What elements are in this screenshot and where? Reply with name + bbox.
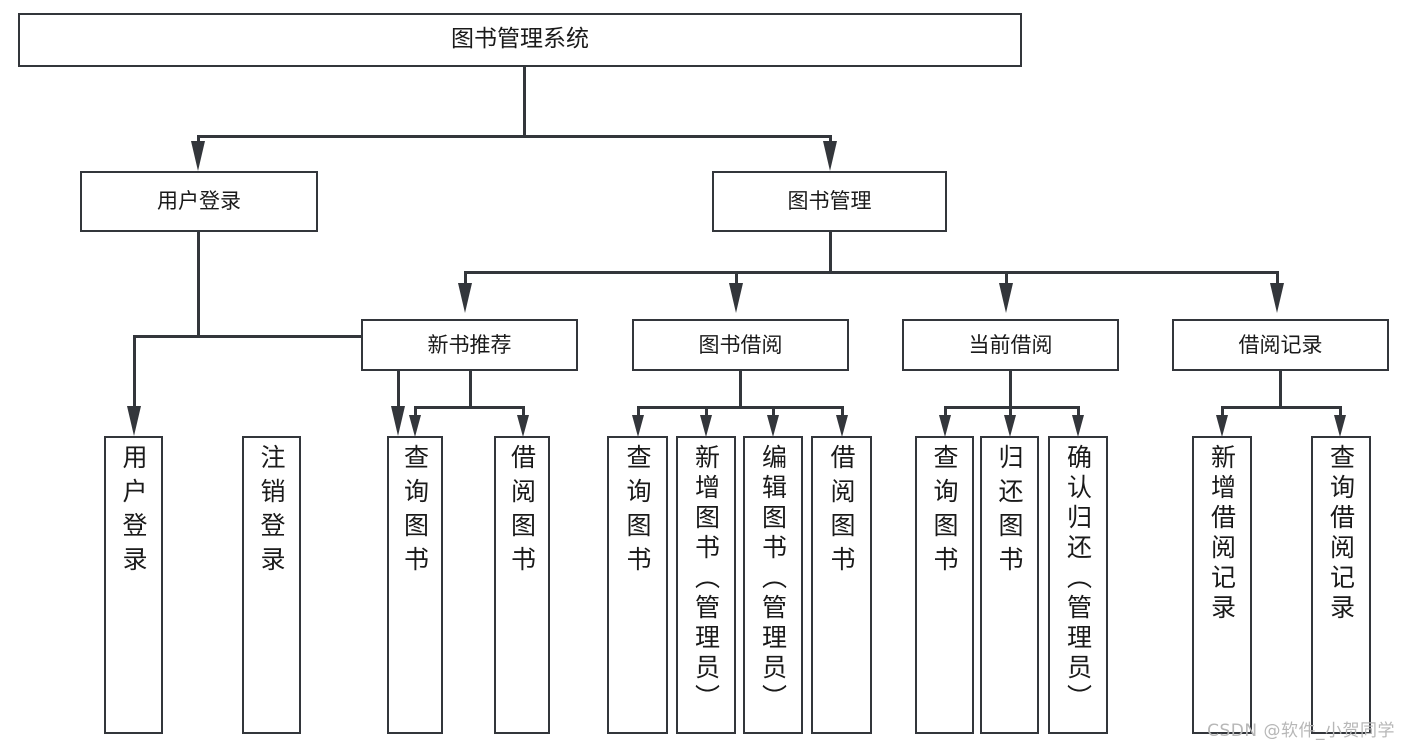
node-label: 查询图书 bbox=[930, 444, 959, 580]
connector-book-borrow-bus bbox=[637, 406, 843, 409]
connector-level2-drop-3 bbox=[1005, 271, 1008, 285]
arrowhead-level2-3 bbox=[999, 283, 1013, 313]
arrowhead-new-book-2 bbox=[517, 415, 529, 437]
arrowhead-current-borrow-2 bbox=[1004, 415, 1016, 437]
arrowhead-to-book-manage bbox=[823, 141, 837, 171]
arrowhead-book-borrow-3 bbox=[767, 415, 779, 437]
arrowhead-current-borrow-3 bbox=[1072, 415, 1084, 437]
connector-user-login-stem bbox=[197, 232, 200, 336]
node-current-borrow[interactable]: 当前借阅 bbox=[902, 319, 1119, 371]
node-label: 注销登录 bbox=[257, 444, 286, 580]
leaf-user-login-logout[interactable]: 注销登录 bbox=[242, 436, 301, 734]
node-user-login[interactable]: 用户登录 bbox=[80, 171, 318, 232]
node-book-management[interactable]: 图书管理 bbox=[712, 171, 947, 232]
node-book-borrow[interactable]: 图书借阅 bbox=[632, 319, 849, 371]
arrowhead-new-book-1 bbox=[409, 415, 421, 437]
node-label: 新增图书（管理员） bbox=[691, 444, 721, 714]
node-label: 借阅图书 bbox=[827, 444, 856, 580]
node-label: 确认归还（管理员） bbox=[1063, 444, 1093, 714]
node-label: 新增借阅记录 bbox=[1207, 444, 1237, 624]
leaf-book-borrow-add[interactable]: 新增图书（管理员） bbox=[676, 436, 736, 734]
connector-level2-drop-2 bbox=[735, 271, 738, 285]
connector-new-book-drop-1 bbox=[414, 406, 417, 418]
connector-book-borrow-drop-4 bbox=[841, 406, 844, 418]
leaf-current-borrow-return[interactable]: 归还图书 bbox=[980, 436, 1039, 734]
connector-root-stem bbox=[523, 67, 526, 136]
arrowhead-borrow-record-1 bbox=[1216, 415, 1228, 437]
arrowhead-borrow-record-2 bbox=[1334, 415, 1346, 437]
connector-level2-drop-1 bbox=[464, 271, 467, 285]
leaf-borrow-record-add[interactable]: 新增借阅记录 bbox=[1192, 436, 1252, 734]
node-label: 图书借阅 bbox=[698, 332, 783, 357]
connector-current-borrow-stem bbox=[1009, 371, 1012, 407]
node-label: 用户登录 bbox=[119, 444, 148, 580]
connector-current-borrow-drop-3 bbox=[1077, 406, 1080, 418]
arrowhead-user-login-1 bbox=[127, 406, 141, 436]
connector-level1-drop-left bbox=[197, 135, 200, 145]
arrowhead-current-borrow-1 bbox=[939, 415, 951, 437]
leaf-current-borrow-confirm[interactable]: 确认归还（管理员） bbox=[1048, 436, 1108, 734]
connector-book-borrow-drop-1 bbox=[637, 406, 640, 418]
node-root-system[interactable]: 图书管理系统 bbox=[18, 13, 1022, 67]
node-label: 新书推荐 bbox=[427, 332, 512, 357]
connector-new-book-stem bbox=[469, 371, 472, 407]
leaf-book-borrow-query[interactable]: 查询图书 bbox=[607, 436, 668, 734]
node-label: 当前借阅 bbox=[968, 332, 1053, 357]
connector-level2-bus bbox=[464, 271, 1278, 274]
arrowhead-book-borrow-4 bbox=[836, 415, 848, 437]
node-label: 借阅记录 bbox=[1238, 332, 1323, 357]
arrowhead-level2-2 bbox=[729, 283, 743, 313]
leaf-borrow-record-query[interactable]: 查询借阅记录 bbox=[1311, 436, 1371, 734]
arrowhead-user-login-2 bbox=[391, 406, 405, 436]
connector-user-login-drop-2 bbox=[397, 335, 400, 409]
connector-level1-bus bbox=[197, 135, 831, 138]
connector-borrow-record-bus bbox=[1221, 406, 1341, 409]
node-label: 查询图书 bbox=[623, 444, 652, 580]
leaf-new-book-borrow[interactable]: 借阅图书 bbox=[494, 436, 550, 734]
connector-borrow-record-drop-2 bbox=[1339, 406, 1342, 418]
connector-current-borrow-bus bbox=[944, 406, 1079, 409]
arrowhead-to-user-login bbox=[191, 141, 205, 171]
connector-user-login-drop-1 bbox=[133, 335, 136, 409]
connector-new-book-bus bbox=[414, 406, 524, 409]
connector-borrow-record-stem bbox=[1279, 371, 1282, 407]
node-label: 借阅图书 bbox=[507, 444, 537, 580]
leaf-user-login-login[interactable]: 用户登录 bbox=[104, 436, 163, 734]
csdn-watermark: CSDN @软件_小贺同学 bbox=[1207, 721, 1395, 741]
connector-level1-drop-right bbox=[829, 135, 832, 145]
node-label: 归还图书 bbox=[995, 444, 1024, 580]
arrowhead-book-borrow-2 bbox=[700, 415, 712, 437]
node-label: 图书管理 bbox=[787, 189, 872, 214]
connector-book-borrow-drop-3 bbox=[772, 406, 775, 418]
connector-borrow-record-drop-1 bbox=[1221, 406, 1224, 418]
connector-book-borrow-drop-2 bbox=[705, 406, 708, 418]
connector-level2-drop-4 bbox=[1276, 271, 1279, 285]
node-borrow-record[interactable]: 借阅记录 bbox=[1172, 319, 1389, 371]
leaf-new-book-query[interactable]: 查询图书 bbox=[387, 436, 443, 734]
node-label: 查询借阅记录 bbox=[1326, 444, 1356, 624]
leaf-book-borrow-borrow[interactable]: 借阅图书 bbox=[811, 436, 872, 734]
leaf-current-borrow-query[interactable]: 查询图书 bbox=[915, 436, 974, 734]
arrowhead-book-borrow-1 bbox=[632, 415, 644, 437]
node-label: 查询图书 bbox=[400, 444, 430, 580]
node-label: 编辑图书（管理员） bbox=[758, 444, 788, 714]
connector-book-manage-stem bbox=[829, 232, 832, 272]
connector-user-login-bus bbox=[133, 335, 399, 338]
connector-current-borrow-drop-1 bbox=[944, 406, 947, 418]
node-label: 用户登录 bbox=[157, 189, 241, 214]
connector-current-borrow-drop-2 bbox=[1009, 406, 1012, 418]
connector-book-borrow-stem bbox=[739, 371, 742, 407]
connector-new-book-drop-2 bbox=[522, 406, 525, 418]
arrowhead-level2-1 bbox=[458, 283, 472, 313]
arrowhead-level2-4 bbox=[1270, 283, 1284, 313]
node-new-book-recommend[interactable]: 新书推荐 bbox=[361, 319, 578, 371]
node-label: 图书管理系统 bbox=[451, 26, 589, 53]
leaf-book-borrow-edit[interactable]: 编辑图书（管理员） bbox=[743, 436, 803, 734]
